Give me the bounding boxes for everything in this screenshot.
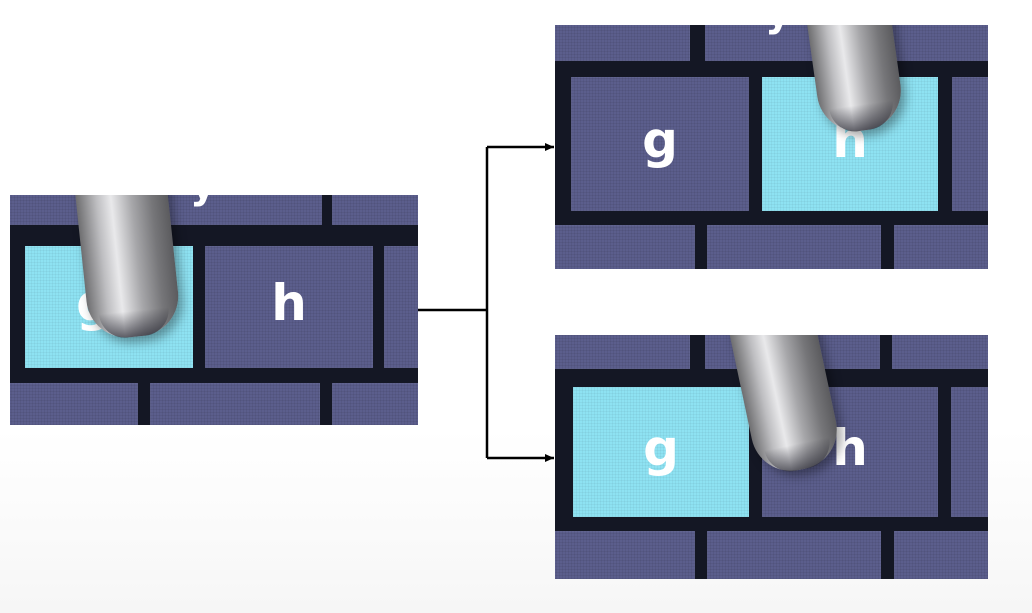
key-bottom-mid — [707, 225, 881, 269]
key-g-label: g — [642, 111, 678, 169]
key-g: g — [571, 77, 749, 211]
key-bottom-left — [555, 225, 695, 269]
key-g: g — [573, 387, 749, 517]
key-j-partial — [384, 246, 418, 368]
key-y-label: y — [765, 25, 791, 33]
key-top-left — [555, 335, 690, 369]
key-bottom-left — [10, 383, 138, 425]
key-bottom-right — [894, 225, 988, 269]
key-top-right — [892, 25, 988, 61]
key-bottom-right — [332, 383, 418, 425]
key-j-partial — [951, 387, 988, 517]
key-y-label: y — [190, 195, 216, 205]
key-g-label: g — [643, 419, 679, 477]
key-bottom-right — [894, 531, 988, 579]
panel-after-top: y g h — [555, 25, 988, 269]
panel-after-bottom: g h — [555, 335, 988, 579]
key-h: h — [205, 246, 373, 368]
key-bottom-left — [555, 531, 695, 579]
key-top-right — [892, 335, 988, 369]
key-bottom-mid — [707, 531, 881, 579]
key-y: y — [162, 195, 322, 225]
key-bottom-mid — [150, 383, 320, 425]
panel-before: y g h — [10, 195, 418, 425]
key-top-right — [332, 195, 418, 225]
key-top-left — [555, 25, 690, 61]
key-h-label: h — [271, 274, 307, 332]
key-j-partial — [952, 77, 988, 211]
key-h-label: h — [832, 419, 868, 477]
